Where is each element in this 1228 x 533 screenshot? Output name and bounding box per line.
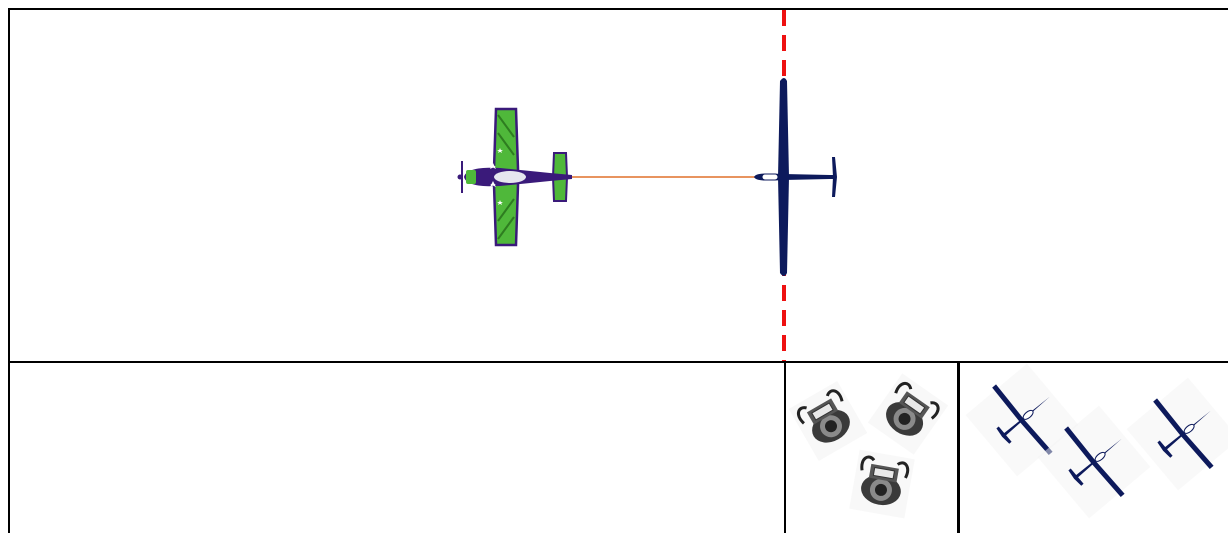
pilot-icon[interactable]	[866, 371, 950, 457]
pilot-icon[interactable]	[847, 448, 917, 520]
pilot-icon[interactable]	[787, 379, 869, 463]
tow-plane-icon[interactable]	[457, 107, 573, 247]
glider-icon[interactable]	[753, 77, 838, 277]
empty-panel	[8, 361, 784, 533]
flight-area	[8, 8, 1228, 361]
